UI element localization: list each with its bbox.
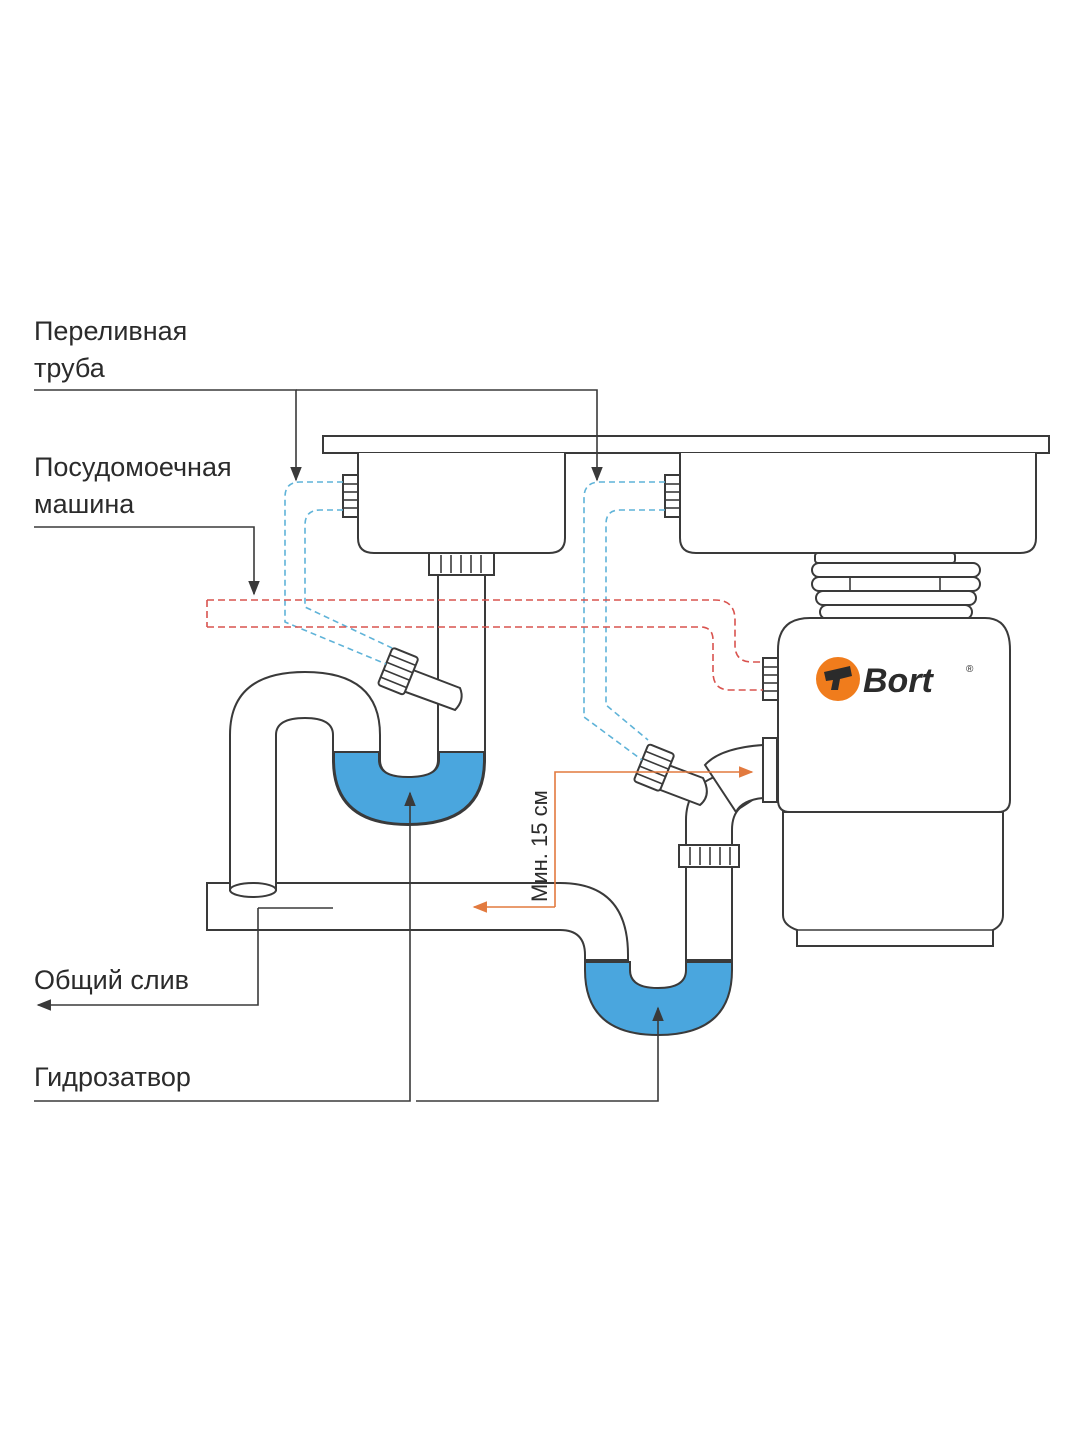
countertop: [322, 435, 1050, 454]
left-siphon: [229, 574, 486, 898]
leader-overflow-pipe: [34, 389, 603, 482]
min-height-dimension: Мин. 15 см: [472, 766, 754, 913]
left-water-seal: [333, 751, 485, 826]
leader-water-seal: [34, 791, 664, 1102]
right-overflow-hose: [583, 481, 665, 761]
left-sink-bowl: [357, 453, 566, 554]
food-waste-disposer: [762, 552, 1011, 947]
label-common-drain: Общий слив: [34, 965, 190, 995]
label-dishwasher-line1: Посудомоечная: [34, 452, 232, 482]
bort-logo: Bort ®: [816, 657, 974, 701]
label-overflow-pipe-line2: труба: [34, 353, 105, 383]
right-siphon: [633, 737, 778, 961]
label-dishwasher-line2: машина: [34, 489, 135, 519]
common-drain-pipe: [206, 882, 629, 961]
right-sink-bowl: [679, 453, 1037, 554]
left-sink-outlet-nut: [428, 552, 495, 576]
bort-logo-text: Bort: [863, 662, 935, 700]
left-overflow-hose: [284, 481, 387, 665]
right-overflow-hose-inner: [605, 509, 665, 741]
dishwasher-hose: [207, 599, 763, 663]
left-overflow-nipple: [342, 474, 359, 518]
label-overflow-pipe-line1: Переливная: [34, 316, 188, 346]
left-overflow-hose-inner: [304, 509, 393, 649]
right-overflow-nipple: [664, 474, 681, 518]
leader-dishwasher: [34, 526, 260, 596]
right-water-seal: [584, 961, 733, 1037]
dishwasher-hose-inner: [207, 626, 763, 691]
leader-common-drain: [36, 908, 259, 1011]
bort-logo-registered: ®: [966, 664, 974, 675]
label-water-seal: Гидрозатвор: [34, 1062, 191, 1092]
min-height-label: Мин. 15 см: [527, 790, 552, 902]
